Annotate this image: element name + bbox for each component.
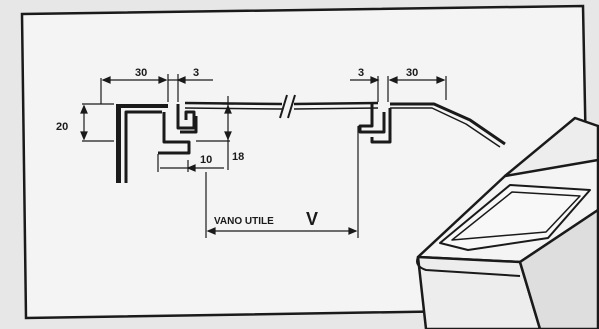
dim-left-flange: 30 <box>135 67 147 79</box>
right-profile <box>358 102 506 148</box>
dim-right-flange: 30 <box>406 67 418 79</box>
dim-channel-width: 10 <box>200 154 212 166</box>
dim-channel-height: 18 <box>232 151 244 163</box>
cover-sheet <box>184 94 379 119</box>
dim-left-gap: 3 <box>193 67 199 79</box>
vano-utile-label: VANO UTILE <box>214 216 274 227</box>
appliance-illustration <box>416 116 599 329</box>
dimension-lines <box>80 74 447 238</box>
dim-right-gap: 3 <box>358 67 364 79</box>
dim-profile-height: 20 <box>56 121 68 133</box>
left-profile <box>116 104 198 183</box>
vano-utile-symbol: V <box>306 209 318 229</box>
